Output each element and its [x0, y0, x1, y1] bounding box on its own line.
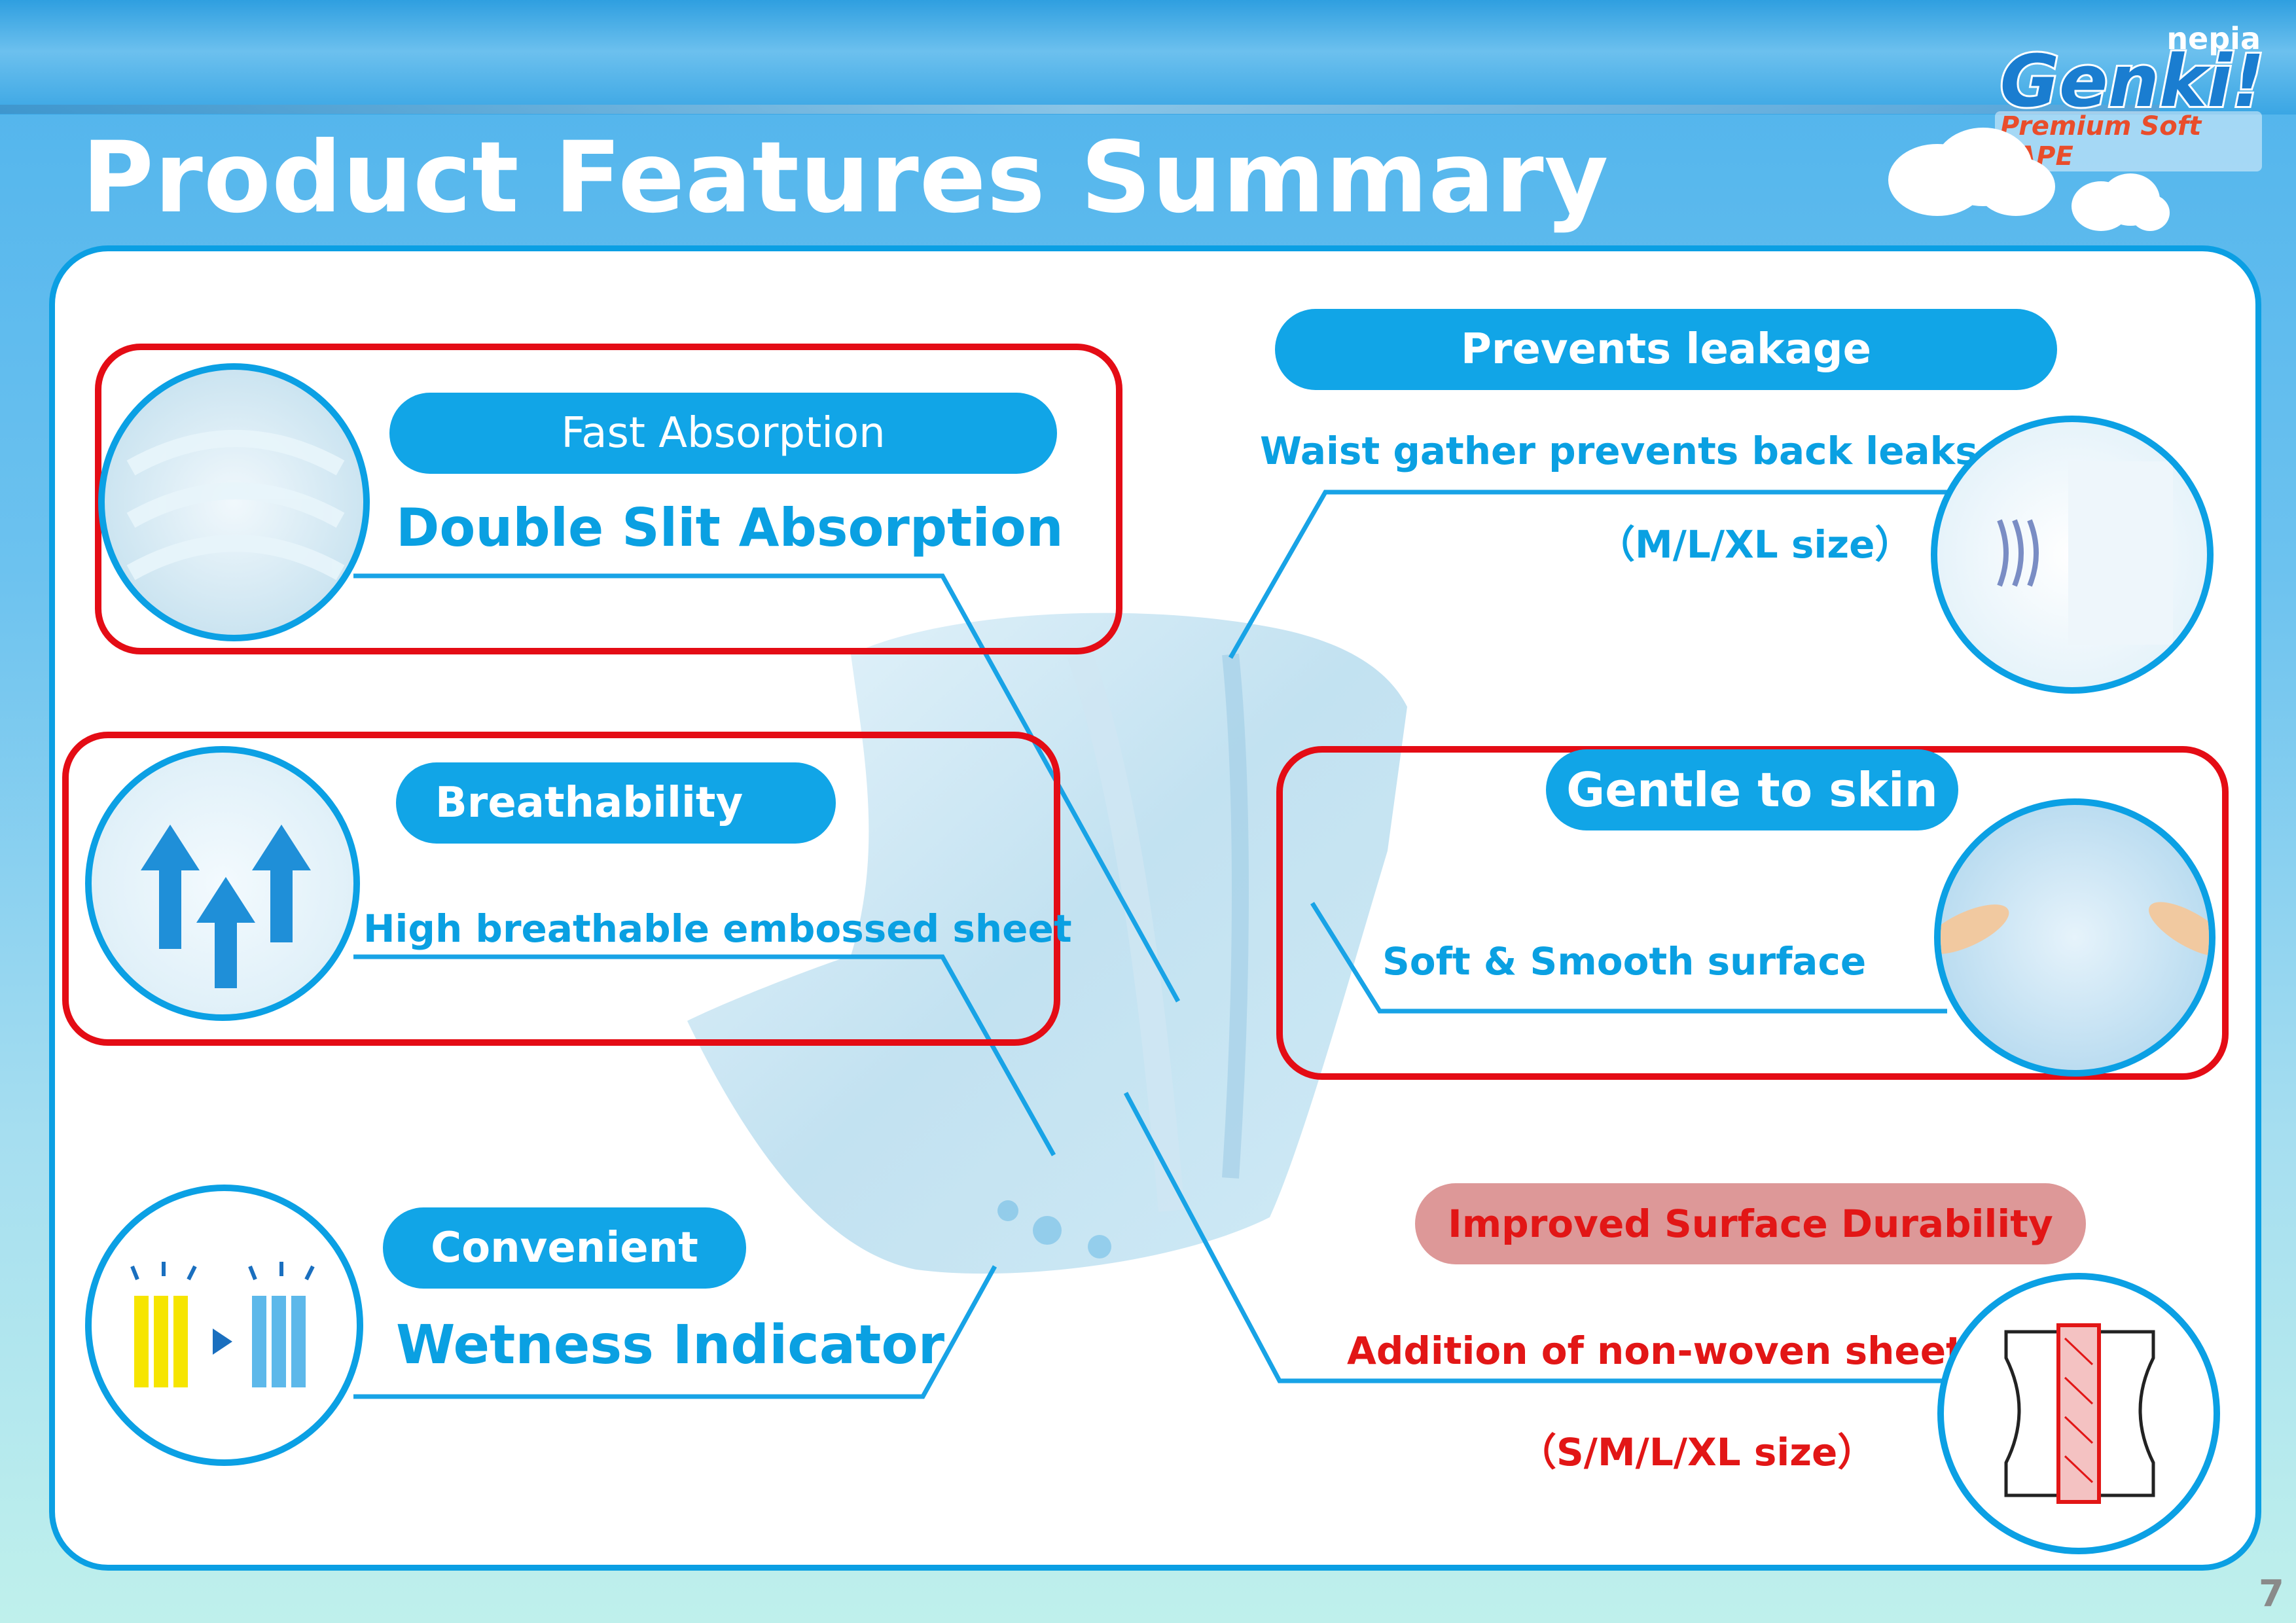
wetness-stripes-icon — [130, 1262, 315, 1387]
fingers-touching-icon — [1941, 902, 2209, 957]
label-breathable-sheet: High breathable embossed sheet — [363, 906, 1072, 951]
page-number: 7 — [2259, 1573, 2284, 1615]
diaper-diagram-icon — [2004, 1323, 2155, 1504]
genki-logo: nepia Genki! Premium Soft TAPE — [1995, 20, 2276, 171]
slit-texture-icon — [126, 430, 345, 580]
leakage-size-range: （M/L/XL size） — [1597, 522, 1913, 567]
tag-prevents-leakage: Prevents leakage — [1275, 309, 2057, 390]
page-title: Product Features Summary — [82, 121, 1609, 235]
header-divider — [0, 105, 2160, 114]
wetness-indicator-illustration — [85, 1185, 363, 1466]
label-waist-gather: Waist gather prevents back leaks — [1260, 429, 1978, 473]
soft-surface-photo — [1934, 798, 2215, 1077]
logo-main-text: Genki! — [1998, 37, 2267, 125]
breathability-highlight-box — [62, 732, 1060, 1046]
label-non-woven-sheet: Addition of non-woven sheet — [1347, 1329, 1964, 1373]
non-woven-diagram — [1937, 1273, 2220, 1554]
label-soft-smooth: Soft & Smooth surface — [1382, 939, 1867, 984]
double-slit-photo — [98, 363, 370, 641]
waist-gather-photo — [1931, 416, 2214, 694]
airflow-arrows-icon — [141, 825, 311, 988]
tag-gentle-to-skin: Gentle to skin — [1546, 749, 1958, 830]
label-double-slit: Double Slit Absorption — [396, 497, 1064, 558]
label-wetness-indicator: Wetness Indicator — [396, 1314, 945, 1376]
tag-fast-absorption: Fast Absorption — [389, 393, 1057, 474]
tag-breathability: Breathability — [396, 762, 836, 844]
durability-size-range: （S/M/L/XL size） — [1518, 1430, 1876, 1474]
breathability-photo — [85, 746, 360, 1021]
logo-brand-text: nepia — [2166, 21, 2261, 56]
tag-convenient: Convenient — [383, 1207, 746, 1289]
waist-gather-icon — [1997, 461, 2173, 645]
cloud-icon — [1888, 128, 2170, 231]
header-bar — [0, 0, 2296, 115]
tag-surface-durability: Improved Surface Durability — [1415, 1183, 2086, 1264]
